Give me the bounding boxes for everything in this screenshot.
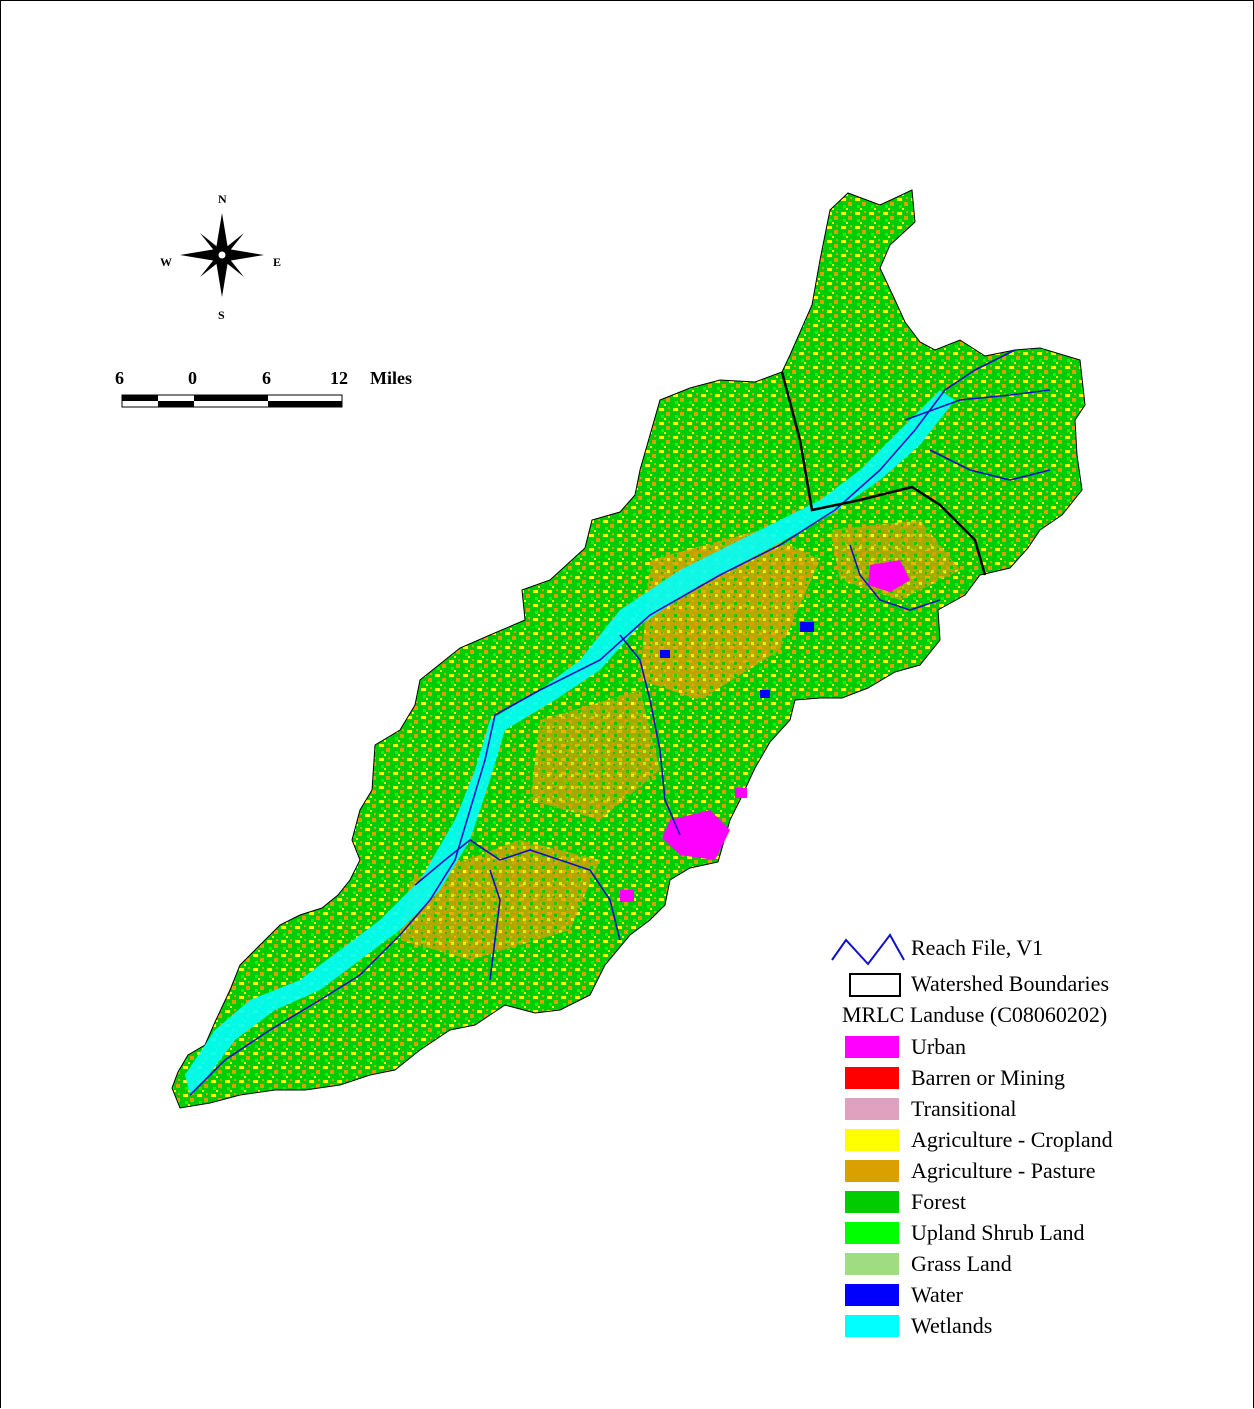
watershed-boundaries <box>780 371 987 576</box>
watershed-area <box>171 189 1086 1109</box>
legend-label: Forest <box>911 1189 966 1214</box>
compass-s: S <box>218 308 225 322</box>
legend-item: Upland Shrub Land <box>845 1220 1085 1246</box>
scale-bar <box>121 394 343 408</box>
compass-e: E <box>273 255 282 269</box>
legend-landuse-title: MRLC Landuse (C08060202) <box>842 1002 1108 1027</box>
legend-label: Barren or Mining <box>911 1065 1065 1090</box>
legend-reach-label: Reach File, V1 <box>911 935 1044 960</box>
legend-swatch <box>845 1315 899 1337</box>
scale-label-1: 0 <box>188 368 197 388</box>
watershed-boundary-symbol <box>849 973 901 997</box>
compass-w: W <box>160 255 172 269</box>
legend-label: Transitional <box>911 1096 1017 1121</box>
reach-file-symbol <box>831 933 905 966</box>
legend-swatch <box>845 1222 899 1244</box>
legend-label: Upland Shrub Land <box>911 1220 1085 1245</box>
legend-label: Wetlands <box>911 1313 993 1338</box>
legend-swatch <box>845 1067 899 1089</box>
legend-swatch <box>845 1160 899 1182</box>
legend-swatch <box>845 1253 899 1275</box>
legend-item: Grass Land <box>845 1251 1012 1277</box>
legend-swatch <box>845 1191 899 1213</box>
legend-label: Water <box>911 1282 963 1307</box>
legend-item: Urban <box>845 1034 966 1060</box>
wetlands-corridor <box>185 390 955 1095</box>
compass-n: N <box>218 192 227 206</box>
legend-swatch <box>845 1129 899 1151</box>
scale-label-0: 6 <box>115 368 124 388</box>
legend-swatch <box>845 1284 899 1306</box>
legend-label: Grass Land <box>911 1251 1012 1276</box>
scale-units: Miles <box>370 368 412 388</box>
legend-boundary-label: Watershed Boundaries <box>911 971 1109 996</box>
legend-item: Transitional <box>845 1096 1017 1122</box>
legend-item: Forest <box>845 1189 966 1215</box>
compass-rose <box>180 213 264 297</box>
scale-label-3: 12 <box>330 368 348 388</box>
legend-item: Wetlands <box>845 1313 992 1339</box>
legend-label: Urban <box>911 1034 966 1059</box>
legend-item: Agriculture - Cropland <box>845 1127 1113 1153</box>
scale-label-2: 6 <box>262 368 271 388</box>
legend-swatch <box>845 1098 899 1120</box>
reach-file-streams <box>189 349 1051 1096</box>
legend-label: Agriculture - Cropland <box>911 1127 1113 1152</box>
legend-item: Agriculture - Pasture <box>845 1158 1096 1184</box>
legend-item: Barren or Mining <box>845 1065 1065 1091</box>
legend-label: Agriculture - Pasture <box>911 1158 1096 1183</box>
legend-item: Water <box>845 1282 963 1308</box>
legend-swatch <box>845 1036 899 1058</box>
